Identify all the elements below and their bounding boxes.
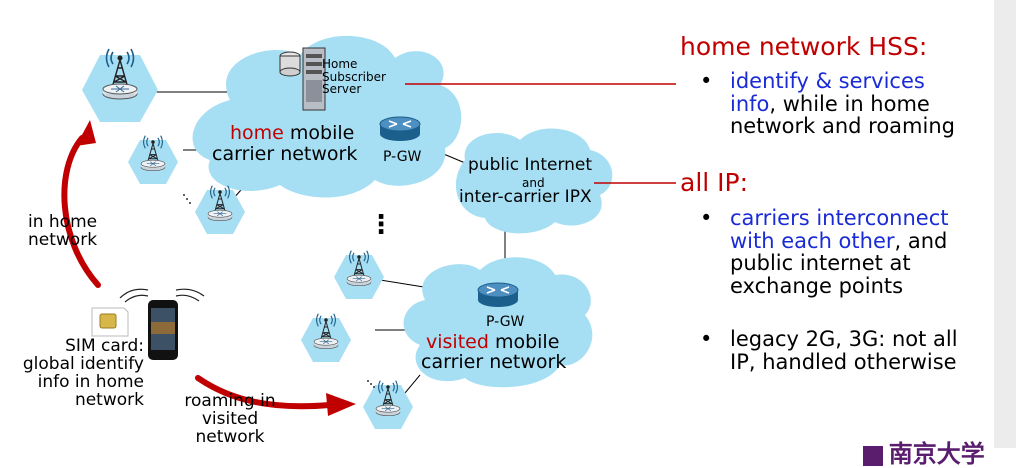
in-home-label: in home network bbox=[28, 212, 98, 250]
vertical-ellipsis: ⋮ bbox=[368, 210, 394, 240]
callout-lines bbox=[405, 83, 676, 184]
university-logo: 南京大学 bbox=[846, 416, 985, 466]
movement-arrows bbox=[61, 135, 333, 410]
visited-network-cloud bbox=[403, 257, 593, 388]
home-network-subtitle: carrier network bbox=[212, 143, 358, 165]
arrow-heads bbox=[76, 120, 356, 416]
internet-ipx: inter-carrier IPX bbox=[459, 187, 592, 207]
all-ip-bullet-1: • carriers interconnect with each other,… bbox=[700, 206, 949, 299]
internet-cloud bbox=[455, 128, 613, 234]
visited-network-subtitle: carrier network bbox=[421, 351, 567, 373]
bullet-icon: • bbox=[700, 69, 713, 93]
smartphone-icon bbox=[119, 288, 205, 360]
home-pgw-label: P-GW bbox=[383, 149, 422, 165]
sim-card-label: SIM card: global identify info in home n… bbox=[22, 336, 144, 410]
visited-pgw-label: P-GW bbox=[486, 314, 525, 330]
roaming-label: roaming in visited network bbox=[184, 391, 276, 447]
router-icon bbox=[379, 116, 421, 142]
hss-label: Home Subscriber Server bbox=[322, 57, 386, 97]
internet-title: public Internet bbox=[468, 155, 593, 175]
all-ip-bullet-2: • legacy 2G, 3G: not all IP, handled oth… bbox=[700, 327, 958, 374]
all-ip-heading: all IP: bbox=[680, 168, 749, 197]
router-icon bbox=[477, 282, 519, 308]
visited-network-title: visited mobile bbox=[426, 331, 560, 353]
hss-server-icon bbox=[279, 47, 326, 111]
hss-bullet: • identify & services info, while in hom… bbox=[700, 69, 955, 139]
bullet-icon: • bbox=[700, 327, 713, 351]
hss-heading: home network HSS: bbox=[680, 32, 928, 61]
network-diagram bbox=[61, 35, 676, 429]
bullet-icon: • bbox=[700, 206, 713, 230]
dots bbox=[183, 194, 375, 388]
scrollbar-gutter bbox=[994, 0, 1016, 448]
home-network-cloud bbox=[192, 35, 462, 198]
home-network-title: home mobile bbox=[230, 122, 355, 144]
university-crest-icon bbox=[862, 445, 883, 466]
sim-card-icon bbox=[91, 307, 129, 337]
internet-and: and bbox=[522, 176, 545, 190]
